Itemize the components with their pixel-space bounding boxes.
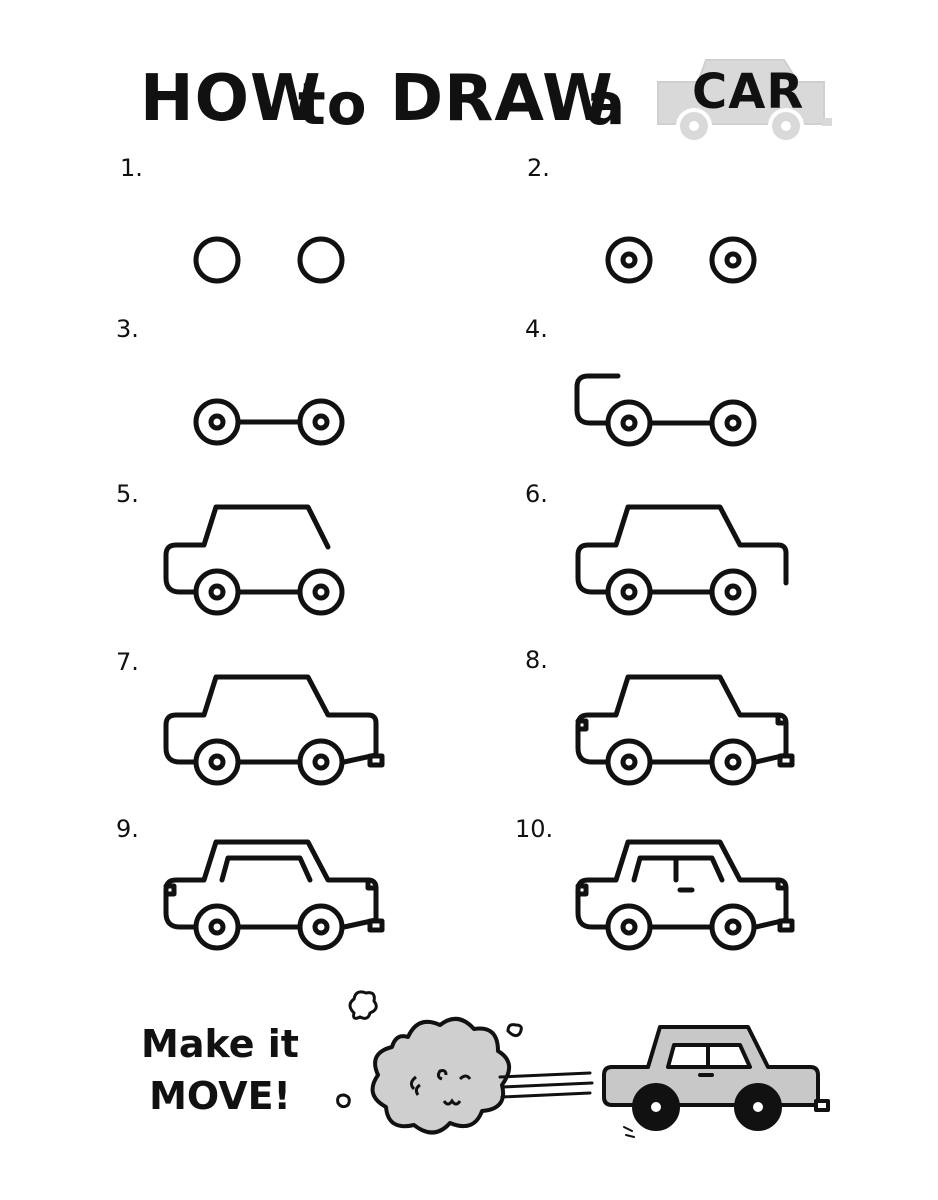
step-number-1: 1. — [120, 154, 143, 182]
step-9-drawing — [163, 839, 385, 951]
step-1-drawing — [193, 236, 345, 284]
title-word-a: a — [586, 70, 627, 138]
step-3-drawing — [193, 398, 345, 446]
title-word-to: to — [298, 70, 368, 138]
step-2-drawing — [605, 236, 757, 284]
step-number-3: 3. — [116, 315, 139, 343]
make-it-move-line1: Make it — [141, 1022, 299, 1066]
step-number-5: 5. — [116, 480, 139, 508]
title-word-car: CAR — [692, 64, 805, 120]
make-it-move-line2: MOVE! — [149, 1074, 291, 1118]
step-number-4: 4. — [525, 315, 548, 343]
step-6-drawing — [575, 504, 789, 616]
smoke-puff-small-right — [506, 1023, 523, 1038]
make-it-move-caption: Make it MOVE! — [130, 1018, 310, 1122]
speed-lines — [498, 1071, 594, 1099]
step-number-8: 8. — [525, 646, 548, 674]
step-7-drawing — [163, 674, 385, 786]
smoke-puff-small-left — [336, 1093, 351, 1109]
smoke-cloud — [370, 1017, 511, 1135]
step-number-9: 9. — [116, 815, 139, 843]
final-moving-car-scene — [336, 990, 830, 1138]
step-5-drawing — [163, 504, 345, 616]
title-word-how: HOW — [140, 62, 322, 136]
step-number-10: 10. — [515, 815, 554, 843]
step-number-7: 7. — [116, 648, 139, 676]
motion-marks — [623, 1126, 635, 1138]
title-word-draw: DRAW — [390, 62, 614, 136]
step-number-6: 6. — [525, 480, 548, 508]
smoke-puff-small-top — [348, 990, 378, 1020]
step-number-2: 2. — [527, 154, 550, 182]
title-car-icon — [657, 59, 832, 144]
step-8-drawing — [575, 674, 795, 786]
step-10-drawing — [575, 839, 795, 951]
final-car — [602, 1025, 830, 1131]
page-title: HOW to DRAW a CAR — [0, 52, 938, 152]
step-4-drawing — [574, 373, 757, 447]
